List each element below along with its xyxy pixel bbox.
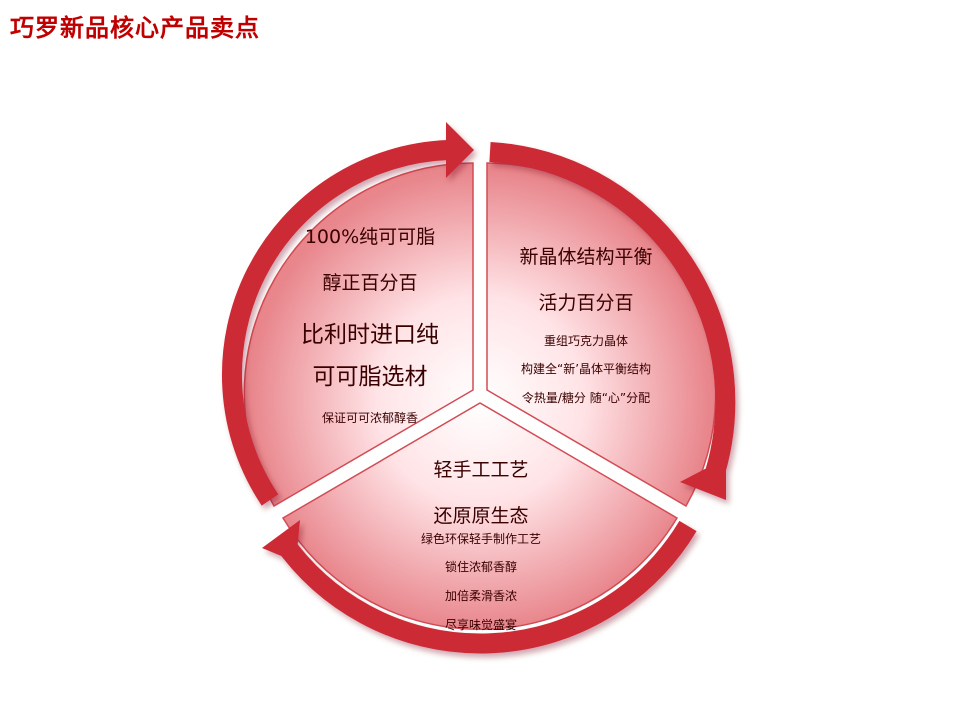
left-line-5: 保证可可浓郁醇香 xyxy=(321,411,419,425)
bottom-line-2: 还原原生态 xyxy=(433,505,529,527)
cycle-arrows xyxy=(221,122,736,654)
left-line-3: 比利时进口纯 xyxy=(301,322,439,348)
left-line-2: 醇正百分百 xyxy=(322,272,418,294)
arrow-bottom-arc xyxy=(273,520,697,654)
right-line-5: 令热量/糖分 随“心”分配 xyxy=(521,391,651,405)
arrow-left-head xyxy=(446,122,474,178)
bottom-line-6: 尽享味觉盛宴 xyxy=(444,618,518,632)
bottom-line-1: 轻手工工艺 xyxy=(433,459,529,481)
right-line-3: 重组巧克力晶体 xyxy=(543,334,629,348)
pie-segments xyxy=(243,162,717,631)
right-line-4: 构建全“新’晶体平衡结构 xyxy=(520,362,652,376)
arrow-right-arc xyxy=(489,142,736,486)
left-line-1: 100%纯可可脂 xyxy=(304,226,436,248)
segment-bottom[interactable] xyxy=(281,402,679,631)
bottom-line-3: 绿色环保轻手制作工艺 xyxy=(420,532,542,546)
arrow-left-arc xyxy=(221,140,449,506)
right-line-2: 活力百分百 xyxy=(538,292,634,314)
page-title: 巧罗新品核心产品卖点 xyxy=(10,14,260,42)
arrow-bottom-head xyxy=(262,520,300,562)
bottom-line-5: 加倍柔滑香浓 xyxy=(444,589,518,603)
left-line-4: 可可脂选材 xyxy=(312,364,428,390)
arrow-right-head xyxy=(680,458,726,500)
bottom-line-4: 锁住浓郁香醇 xyxy=(444,560,518,574)
right-line-1: 新晶体结构平衡 xyxy=(519,246,653,268)
